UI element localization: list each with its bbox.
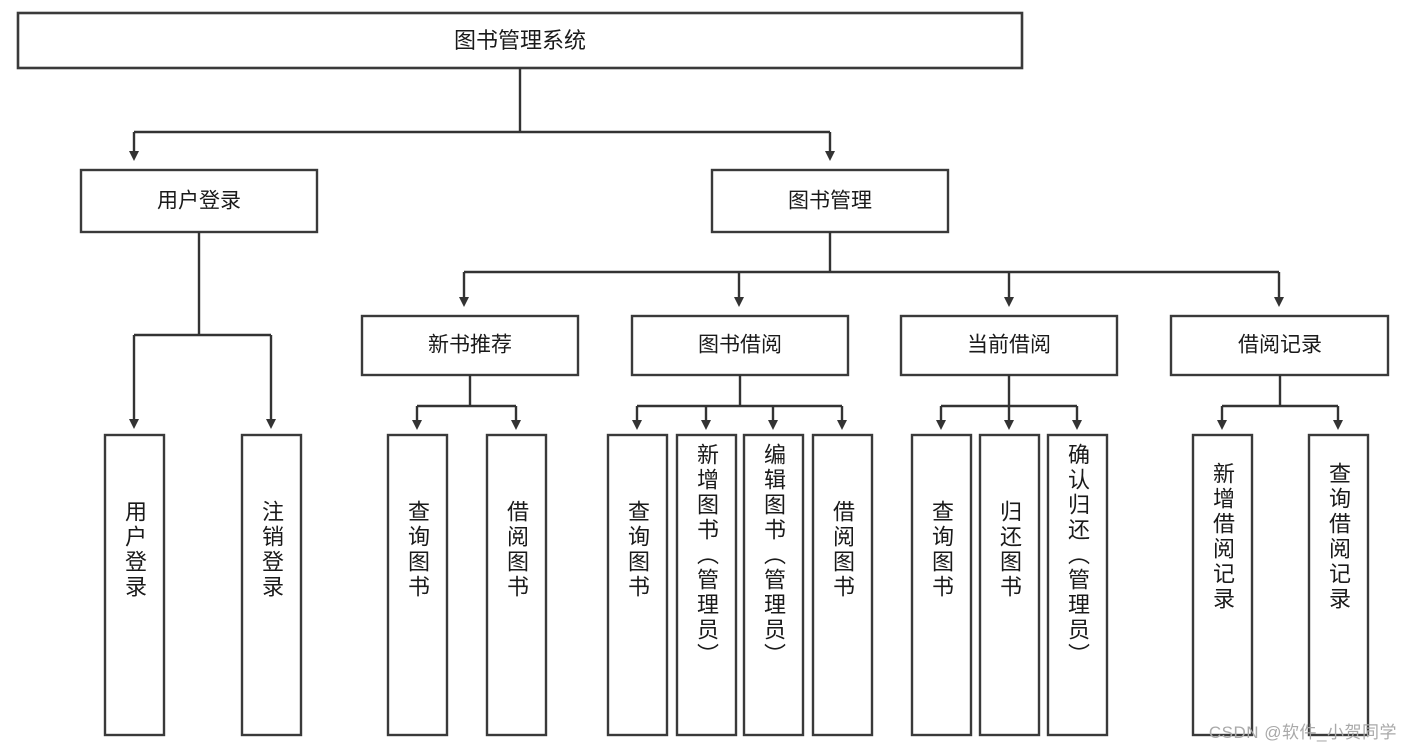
- node-current-borrow[interactable]: 当前借阅: [899, 314, 1119, 377]
- connector-book-management-to-level2: [459, 232, 1284, 307]
- leaf-node-logout[interactable]: [240, 433, 303, 737]
- leaf-node-query-book-recommend[interactable]: [386, 433, 449, 737]
- node-book-management[interactable]: 图书管理: [710, 168, 950, 234]
- leaf-node-add-book-admin[interactable]: [675, 433, 738, 737]
- leaf-node-confirm-return-admin[interactable]: [1046, 433, 1109, 737]
- connector-user-login-to-leaves: [129, 232, 276, 429]
- node-book-management-label: 图书管理: [788, 190, 872, 213]
- leaf-node-query-borrow-record[interactable]: [1307, 433, 1370, 737]
- connector-new-book-recommend-to-leaves: [412, 375, 521, 430]
- leaf-node-user-login[interactable]: [103, 433, 166, 737]
- leaf-node-query-book-current[interactable]: [910, 433, 973, 737]
- node-root[interactable]: 图书管理系统: [16, 11, 1024, 70]
- node-root-label: 图书管理系统: [454, 28, 586, 53]
- node-book-borrow[interactable]: 图书借阅: [630, 314, 850, 377]
- leaf-node-borrow-book[interactable]: [811, 433, 874, 737]
- node-user-login-label: 用户登录: [157, 190, 241, 213]
- leaf-node-query-book-borrow[interactable]: [606, 433, 669, 737]
- leaf-node-add-borrow-record[interactable]: [1191, 433, 1254, 737]
- leaf-node-edit-book-admin[interactable]: [742, 433, 805, 737]
- leaf-node-return-book[interactable]: [978, 433, 1041, 737]
- node-user-login[interactable]: 用户登录: [79, 168, 319, 234]
- node-borrow-record-label: 借阅记录: [1238, 334, 1322, 357]
- connector-root-to-level1: [129, 68, 835, 161]
- connector-borrow-record-to-leaves: [1217, 375, 1343, 430]
- node-current-borrow-label: 当前借阅: [967, 334, 1051, 357]
- connector-book-borrow-to-leaves: [632, 375, 847, 430]
- node-new-book-recommend-label: 新书推荐: [428, 334, 512, 357]
- node-new-book-recommend[interactable]: 新书推荐: [360, 314, 580, 377]
- node-book-borrow-label: 图书借阅: [698, 334, 782, 357]
- connector-current-borrow-to-leaves: [936, 375, 1082, 430]
- leaf-node-borrow-book-recommend[interactable]: [485, 433, 548, 737]
- node-borrow-record[interactable]: 借阅记录: [1169, 314, 1390, 377]
